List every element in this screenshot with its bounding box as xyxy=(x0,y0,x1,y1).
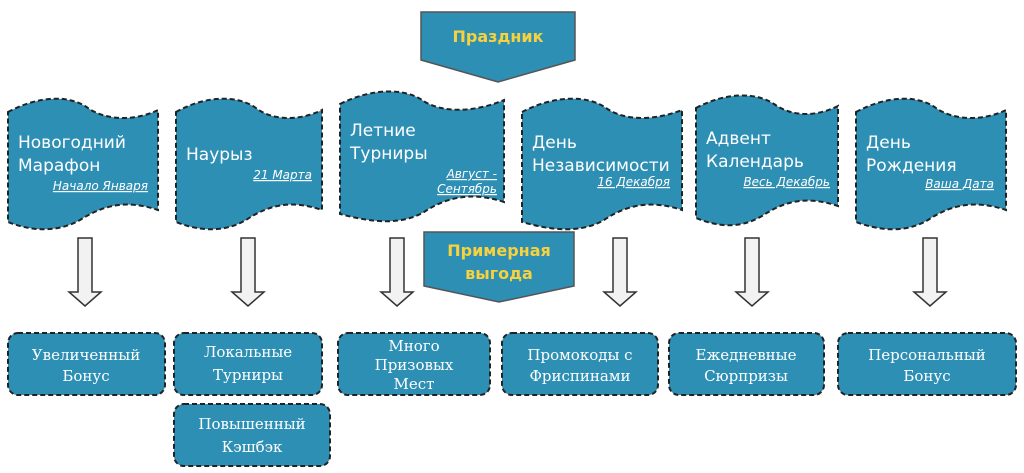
benefit-box-6: Персональный Бонус xyxy=(837,332,1017,396)
benefit-line: Промокоды с xyxy=(527,346,632,364)
holiday-title-line1: Летние xyxy=(350,121,416,141)
benefit-line: Бонус xyxy=(903,367,950,385)
holiday-title-line2: Рождения xyxy=(866,156,957,176)
holiday-banner-5: Адвент Календарь Весь Декабрь xyxy=(695,94,839,227)
benefit-line: Кэшбэк xyxy=(222,438,283,456)
down-arrow-icon xyxy=(67,237,103,307)
benefit-badge-line2: выгода xyxy=(465,264,533,283)
benefit-badge-line1: Примерная xyxy=(447,241,551,260)
holiday-title-line2: Независимости xyxy=(532,156,670,176)
holiday-date: 16 Декабря xyxy=(597,175,670,189)
benefit-line: Увеличенный xyxy=(32,346,140,364)
benefit-box-1: Увеличенный Бонус xyxy=(7,332,166,396)
holiday-title-line1: Новогодний xyxy=(18,133,126,153)
holiday-badge: Праздник xyxy=(420,11,576,83)
holiday-title-line1: Наурыз xyxy=(186,145,253,165)
benefit-line: Бонус xyxy=(62,367,109,385)
benefit-badge: Примерная выгода xyxy=(423,231,575,303)
down-arrow-icon xyxy=(602,237,638,307)
holiday-date: Весь Декабрь xyxy=(743,175,830,189)
down-arrow-icon xyxy=(912,237,948,307)
benefit-line: Много xyxy=(388,337,439,355)
down-arrow-icon xyxy=(379,237,415,307)
holiday-banner-6: День Рождения Ваша Дата xyxy=(855,97,1007,231)
benefit-line: Мест xyxy=(394,375,435,393)
benefit-line: Фриспинами xyxy=(529,367,630,385)
down-arrow-icon xyxy=(230,237,266,307)
benefit-box-7: Повышенный Кэшбэк xyxy=(173,403,331,467)
holiday-title-line2: Календарь xyxy=(706,152,804,172)
holiday-banner-1: Новогодний Марафон Начало Января xyxy=(7,97,159,231)
benefit-box-3: Много Призовых Мест xyxy=(337,332,491,396)
holiday-date: Начало Января xyxy=(53,179,148,193)
holiday-title-line2: Марафон xyxy=(18,156,100,176)
benefit-line: Локальные xyxy=(204,343,292,361)
benefit-box-5: Ежедневные Сюрпризы xyxy=(668,332,825,396)
benefit-line: Сюрпризы xyxy=(704,367,788,385)
holiday-badge-label: Праздник xyxy=(453,27,544,46)
benefit-box-4: Промокоды с Фриспинами xyxy=(501,332,659,396)
benefit-line: Повышенный xyxy=(198,415,305,433)
holiday-banner-3: Летние Турниры Август - Сентябрь xyxy=(339,90,505,223)
benefit-line: Персональный xyxy=(868,346,986,364)
holiday-date-line1: Август - xyxy=(446,167,497,181)
holiday-date-line2: Сентябрь xyxy=(437,182,497,196)
holiday-date: 21 Марта xyxy=(253,168,312,182)
down-arrow-icon xyxy=(734,237,770,307)
holiday-title-line1: Адвент xyxy=(706,129,771,149)
benefit-box-2: Локальные Турниры xyxy=(173,332,323,396)
benefit-line: Турниры xyxy=(213,366,283,384)
holiday-title-line1: День xyxy=(866,133,911,153)
holiday-title-line2: Турниры xyxy=(349,144,428,164)
benefit-line: Призовых xyxy=(375,356,454,374)
holiday-banner-4: День Независимости 16 Декабря xyxy=(521,97,683,231)
benefit-line: Ежедневные xyxy=(696,346,797,364)
holiday-date: Ваша Дата xyxy=(925,177,994,191)
holiday-banner-2: Наурыз 21 Марта xyxy=(175,97,323,231)
holiday-title-line1: День xyxy=(532,133,577,153)
